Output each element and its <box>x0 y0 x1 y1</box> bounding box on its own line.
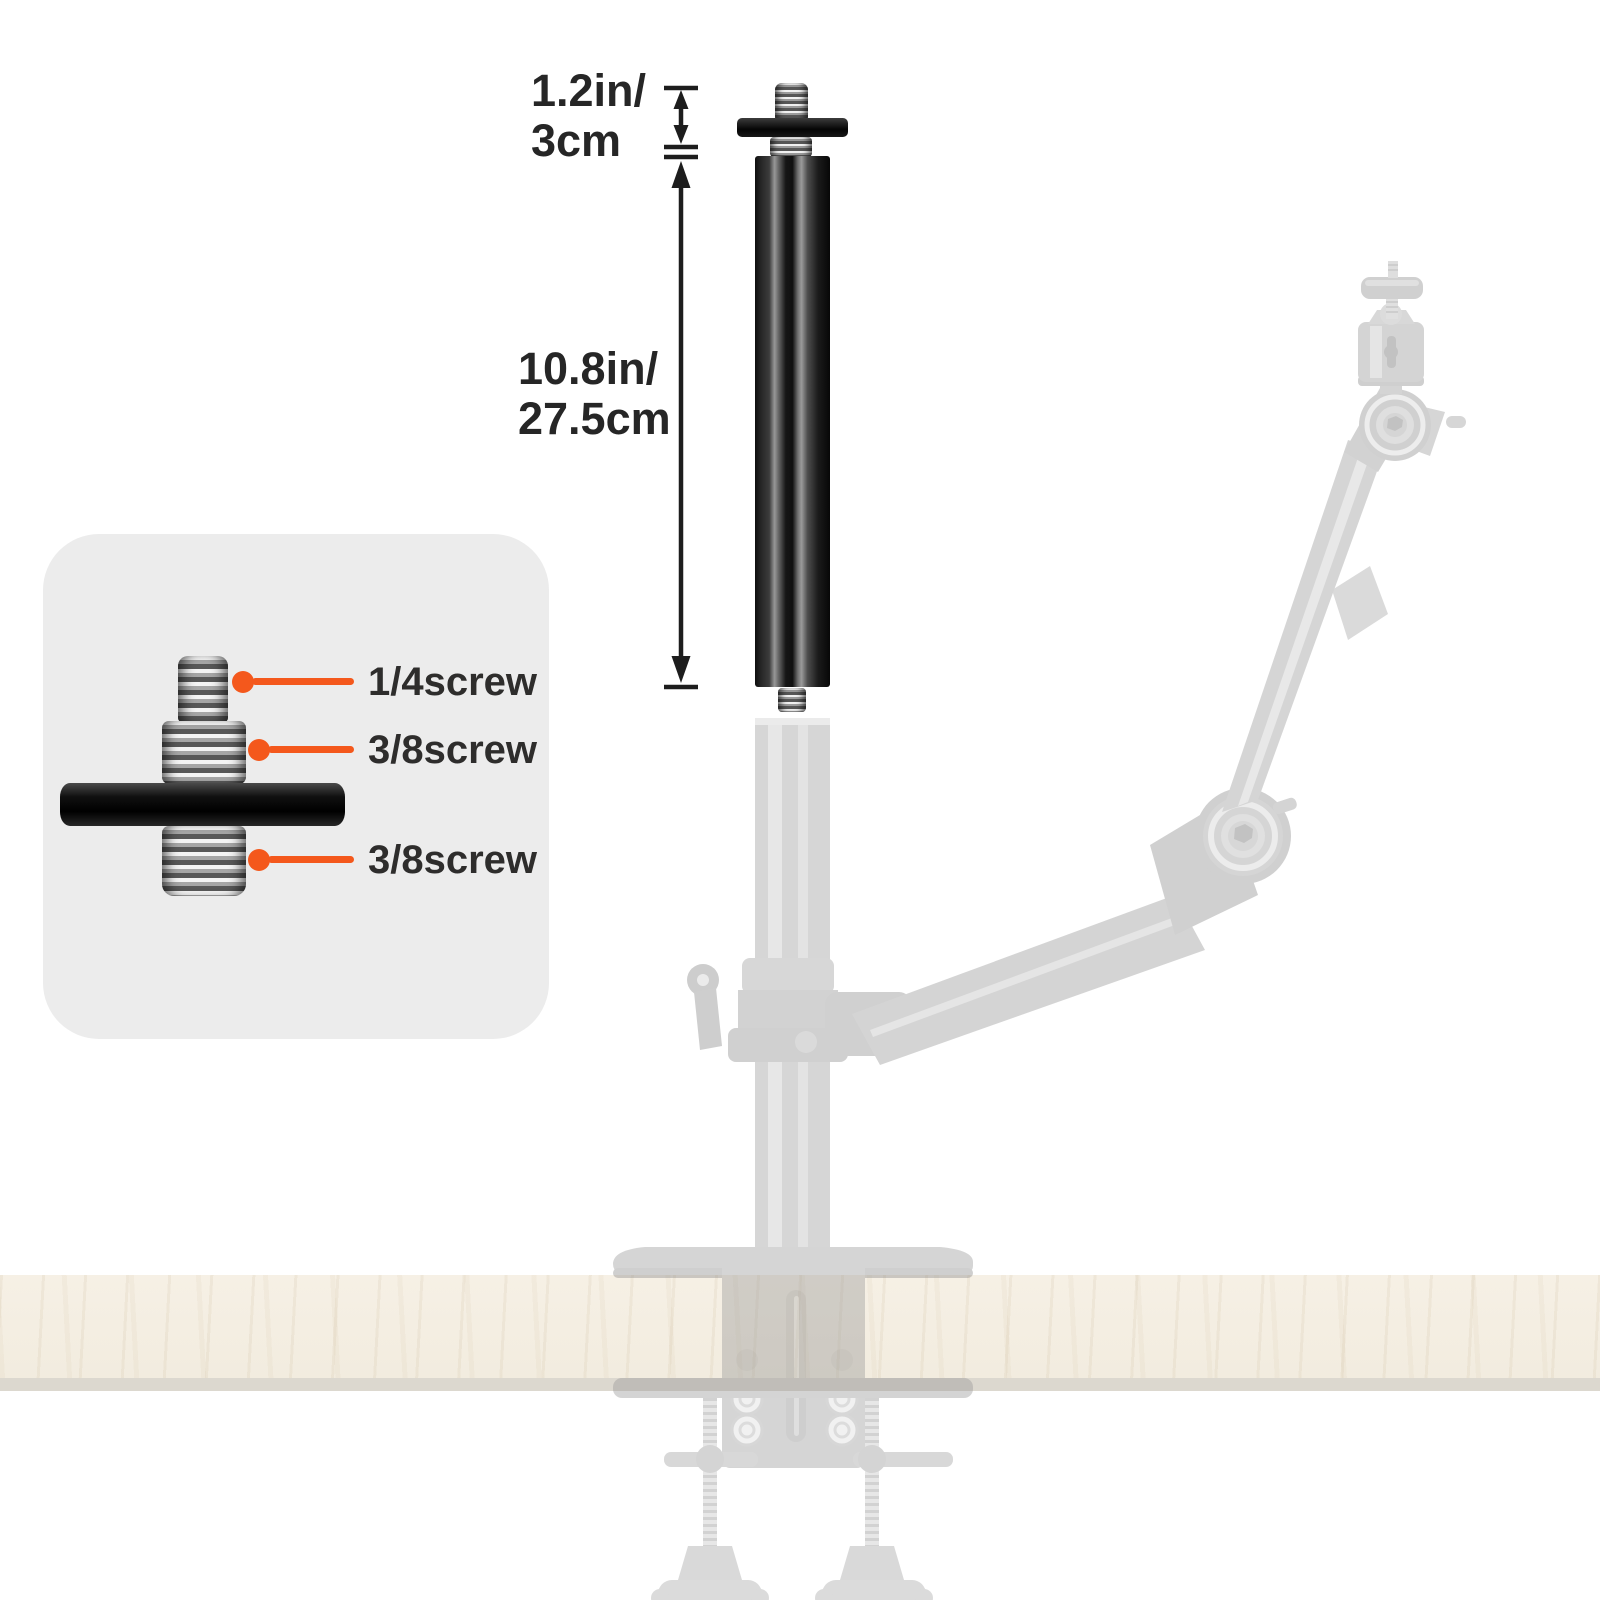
pole-top-quarter-screw <box>775 83 808 120</box>
leader-dot <box>248 739 270 761</box>
desk-surface <box>0 1275 1600 1378</box>
ghost-upper-knob-logo <box>1387 416 1403 431</box>
ghost-base-plate <box>613 1247 973 1276</box>
ghost-clamp-screws <box>730 1382 859 1447</box>
pole-dimension-line1: 10.8in/ <box>518 343 659 394</box>
pole-dimension-label: 10.8in/ 27.5cm <box>518 344 671 444</box>
ghost-clamp-bracket <box>722 1256 865 1468</box>
desk-front-edge <box>0 1378 1600 1391</box>
quarter-screw-photo <box>178 656 228 722</box>
leader-line <box>252 678 354 685</box>
ghost-under-desk-plate <box>613 1378 973 1398</box>
quarter-screw-label: 1/4screw <box>368 660 538 704</box>
ghost-riser-pole <box>755 718 830 1258</box>
ghost-ball-head <box>1358 261 1424 394</box>
three-eighths-screw-bottom-label: 3/8screw <box>368 838 538 882</box>
ghost-pole-collar <box>687 958 911 1062</box>
top-dimension-label: 1.2in/ 3cm <box>531 66 646 166</box>
ghost-elbow-joint <box>1150 788 1297 935</box>
ghost-upper-joint <box>1344 388 1466 472</box>
pole-bottom-stud-screw <box>778 688 806 712</box>
three-eighths-screw-top-label: 3/8screw <box>368 728 538 772</box>
ghost-left-t-handle <box>664 1452 758 1467</box>
leader-line <box>268 856 354 863</box>
adapter-disc-photo <box>60 783 345 826</box>
ghost-mount-disc <box>1361 277 1423 299</box>
leader-line <box>268 746 354 753</box>
leader-dot <box>248 849 270 871</box>
ghost-lower-arm <box>852 895 1205 1065</box>
top-dimension-line1: 1.2in/ <box>531 65 647 116</box>
ghost-upper-arm <box>1222 440 1384 812</box>
ghost-ball-head-slot <box>1387 336 1396 368</box>
three-eighths-screw-bottom-photo <box>162 826 246 896</box>
ghost-star-knobs <box>651 1546 933 1600</box>
ghost-lever-pivot <box>687 964 719 996</box>
leader-dot <box>232 671 254 693</box>
ghost-clamp-rods <box>703 1398 879 1548</box>
top-dimension-line2: 3cm <box>531 115 622 166</box>
ghost-right-t-handle <box>853 1452 953 1467</box>
extension-pole <box>755 156 830 687</box>
three-eighths-screw-top-photo <box>162 721 246 784</box>
ghost-quarter-screw-tip <box>1388 261 1398 278</box>
pole-top-adapter-disc <box>737 118 848 137</box>
ghost-ratchet-lever <box>694 988 722 1050</box>
pole-top-adapter-threads <box>770 137 812 157</box>
pole-dimension-line2: 27.5cm <box>518 393 671 444</box>
ghost-elbow-knob-logo <box>1234 824 1253 843</box>
ghost-cable-clip <box>1332 566 1388 640</box>
